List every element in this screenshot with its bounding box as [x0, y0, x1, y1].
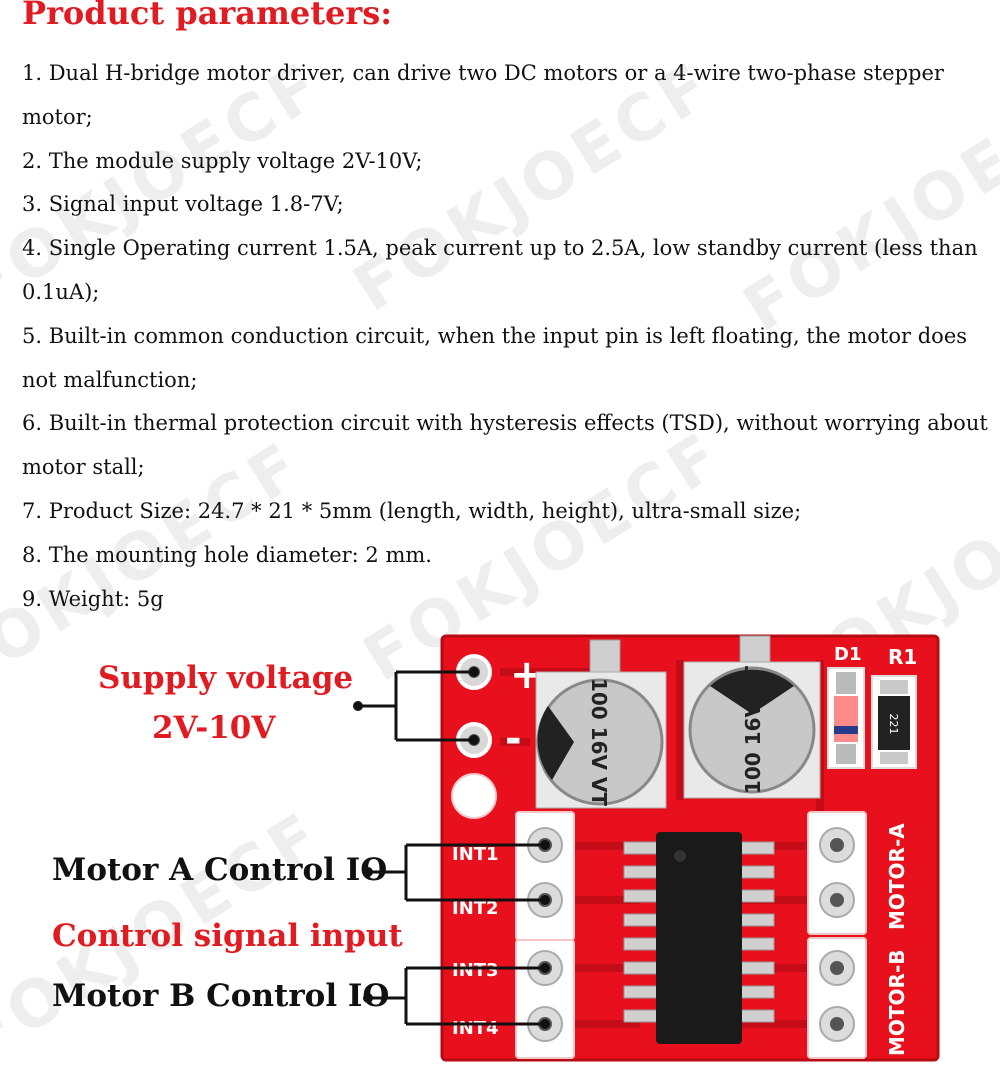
parameter-item: 6. Built-in thermal protection circuit w… — [22, 411, 988, 480]
capacitor-1-marking: 100 16V VT — [587, 678, 611, 806]
motor-a-control-label: Motor A Control IO — [52, 852, 388, 888]
control-signal-input-label: Control signal input — [52, 918, 403, 954]
motor-pads — [819, 827, 855, 1042]
mounting-hole — [451, 773, 497, 819]
diode-d1 — [834, 696, 858, 742]
capacitor-2 — [688, 666, 816, 794]
supply-voltage-range-label: 2V-10V — [152, 710, 276, 746]
supply-voltage-label: Supply voltage — [98, 660, 354, 696]
motor-a-label: MOTOR-A — [885, 823, 909, 930]
ic-chip-pins — [623, 841, 775, 1023]
parameter-item: 2. The module supply voltage 2V-10V; — [22, 148, 423, 173]
page-title: Product parameters: — [22, 0, 393, 32]
parameter-item: 4. Single Operating current 1.5A, peak c… — [22, 236, 978, 304]
parameter-item: 9. Weight: 5g — [22, 586, 164, 611]
d1-label: D1 — [834, 644, 861, 665]
ic-chip — [656, 832, 742, 1044]
int1-label: INT1 — [452, 844, 499, 865]
int3-label: INT3 — [452, 960, 499, 981]
parameter-item: 7. Product Size: 24.7 * 21 * 5mm (length… — [22, 498, 802, 523]
capacitor-2-marking: 100 16V VT — [741, 666, 765, 794]
parameter-list: 1. Dual H-bridge motor driver, can drive… — [22, 52, 992, 621]
callout-lines — [358, 670, 545, 1026]
parameter-item: 5. Built-in common conduction circuit, w… — [22, 323, 968, 392]
parameter-item: 1. Dual H-bridge motor driver, can drive… — [22, 61, 944, 129]
parameter-item: 3. Signal input voltage 1.8-7V; — [22, 192, 344, 217]
resistor-r1 — [878, 696, 910, 750]
r1-label: R1 — [888, 645, 917, 669]
int4-label: INT4 — [452, 1018, 499, 1039]
motor-b-label: MOTOR-B — [885, 950, 909, 1057]
resistor-code: 221 — [887, 714, 900, 735]
int2-label: INT2 — [452, 898, 499, 919]
motor-b-control-label: Motor B Control IO — [52, 978, 390, 1014]
parameter-item: 8. The mounting hole diameter: 2 mm. — [22, 542, 432, 567]
minus-marking: - — [505, 716, 522, 762]
